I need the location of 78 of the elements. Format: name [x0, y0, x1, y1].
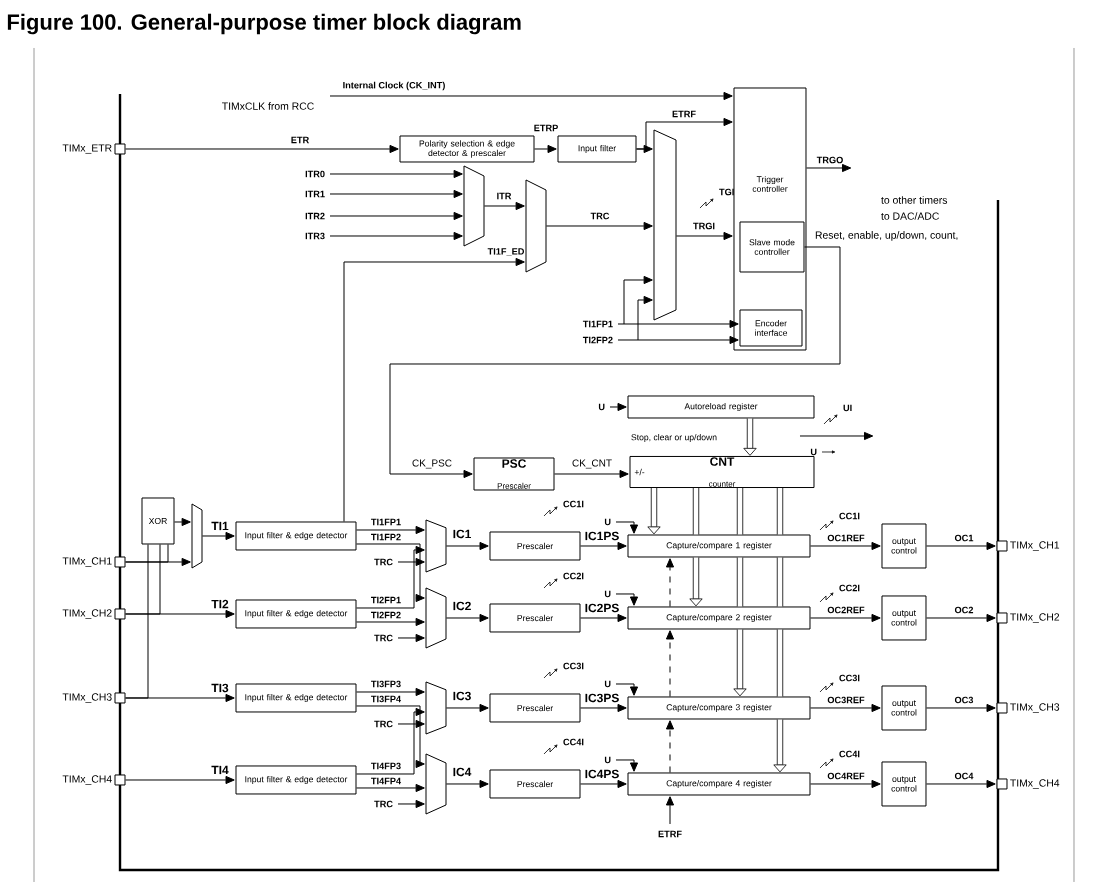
- arrow: [615, 521, 639, 534]
- arrow: [617, 335, 739, 345]
- arrow: [329, 231, 463, 241]
- dashed-arrow: [665, 720, 675, 773]
- multiplexer-symbol: [425, 519, 447, 573]
- dashed-arrow: [665, 630, 675, 697]
- arrow: [445, 613, 489, 623]
- arrow: [580, 613, 627, 623]
- arrow: [623, 275, 653, 325]
- multiplexer-symbol: [425, 587, 447, 649]
- multiplexer-symbol: [463, 165, 485, 247]
- arrow: [445, 703, 489, 713]
- arrow: [615, 759, 639, 772]
- multiplexer-symbol: [425, 681, 447, 735]
- arrow: [615, 683, 639, 696]
- arrow: [397, 799, 425, 809]
- arrow: [125, 144, 399, 154]
- arrow: [580, 703, 627, 713]
- arrow: [926, 703, 996, 713]
- arrow: [125, 775, 235, 785]
- arrow: [125, 557, 191, 567]
- arrow: [926, 541, 996, 551]
- arrow: [810, 541, 881, 551]
- arrow: [926, 613, 996, 623]
- arrow: [329, 169, 463, 179]
- title: Figure 100. General-purpose timer block diagram: [7, 13, 521, 35]
- arrow: [445, 779, 489, 789]
- arrow: [445, 541, 489, 551]
- arrow: [810, 613, 881, 623]
- arrow: [389, 246, 841, 479]
- arrow: [329, 211, 463, 221]
- arrow: [125, 609, 235, 619]
- arrow: [810, 703, 881, 713]
- arrow: [356, 525, 425, 535]
- bus-connector: [736, 488, 744, 535]
- arrow: [397, 557, 425, 567]
- multiplexer-symbol: [425, 753, 447, 815]
- arrow: [580, 779, 627, 789]
- arrow: [545, 221, 653, 231]
- bus-connector: [776, 629, 784, 697]
- bus-connector: [776, 488, 784, 535]
- arrow: [806, 163, 852, 173]
- arrow: [329, 91, 733, 101]
- arrow: [125, 693, 235, 703]
- dashed-arrow: [665, 558, 675, 607]
- arrow: [637, 295, 653, 341]
- arrow: [329, 189, 463, 199]
- arrow: [554, 469, 629, 479]
- arrow: [926, 779, 996, 789]
- arrow: [174, 517, 191, 527]
- bus-connector: [776, 557, 784, 607]
- arrow: [483, 201, 525, 211]
- multiplexer-symbol: [653, 129, 677, 321]
- arrow: [617, 319, 739, 329]
- arrow: [675, 231, 733, 241]
- arrow: [810, 779, 881, 789]
- arrow: [356, 687, 425, 697]
- arrow: [343, 257, 525, 522]
- arrow: [397, 633, 425, 643]
- hollow-arrow: [647, 488, 661, 535]
- arrow: [534, 144, 557, 154]
- bus-connector: [692, 488, 700, 535]
- hollow-arrow: [733, 629, 747, 697]
- arrow: [201, 531, 235, 541]
- multiplexer-symbol: [525, 179, 547, 273]
- arrow: [397, 719, 425, 729]
- arrow: [615, 593, 639, 606]
- hollow-arrow: [743, 418, 757, 456]
- arrow: [636, 144, 653, 154]
- hollow-arrow: [689, 557, 703, 607]
- bus-connector: [736, 557, 744, 607]
- arrow: [609, 402, 627, 412]
- arrow: [580, 541, 627, 551]
- arrow: [356, 783, 425, 793]
- arrow: [665, 796, 675, 825]
- multiplexer-symbol: [191, 503, 203, 569]
- arrow: [356, 617, 425, 627]
- hollow-arrow: [773, 719, 787, 773]
